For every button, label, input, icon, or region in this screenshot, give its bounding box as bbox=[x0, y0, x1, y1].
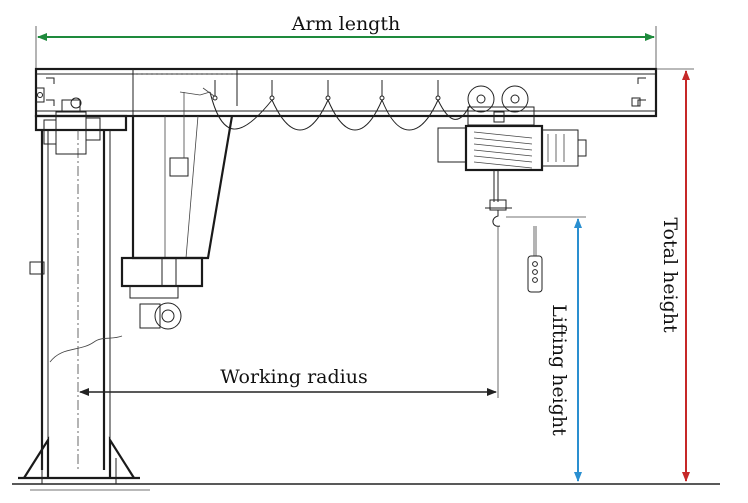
column bbox=[18, 87, 140, 485]
lifting-height-label: Lifting height bbox=[548, 304, 570, 436]
arm-length-dimension: Arm length bbox=[35, 13, 657, 68]
cable-festoon bbox=[199, 80, 471, 131]
lifting-height-dimension: Lifting height bbox=[506, 216, 586, 482]
working-radius-label: Working radius bbox=[220, 366, 367, 388]
working-radius-dimension: Working radius bbox=[79, 226, 499, 398]
total-height-label: Total height bbox=[659, 217, 681, 333]
arm-length-label: Arm length bbox=[291, 13, 400, 35]
electric-hoist bbox=[437, 85, 587, 227]
support-brace bbox=[120, 91, 234, 330]
total-height-dimension: Total height bbox=[656, 68, 694, 482]
jib-arm bbox=[34, 67, 658, 118]
pendant-control bbox=[527, 226, 543, 293]
